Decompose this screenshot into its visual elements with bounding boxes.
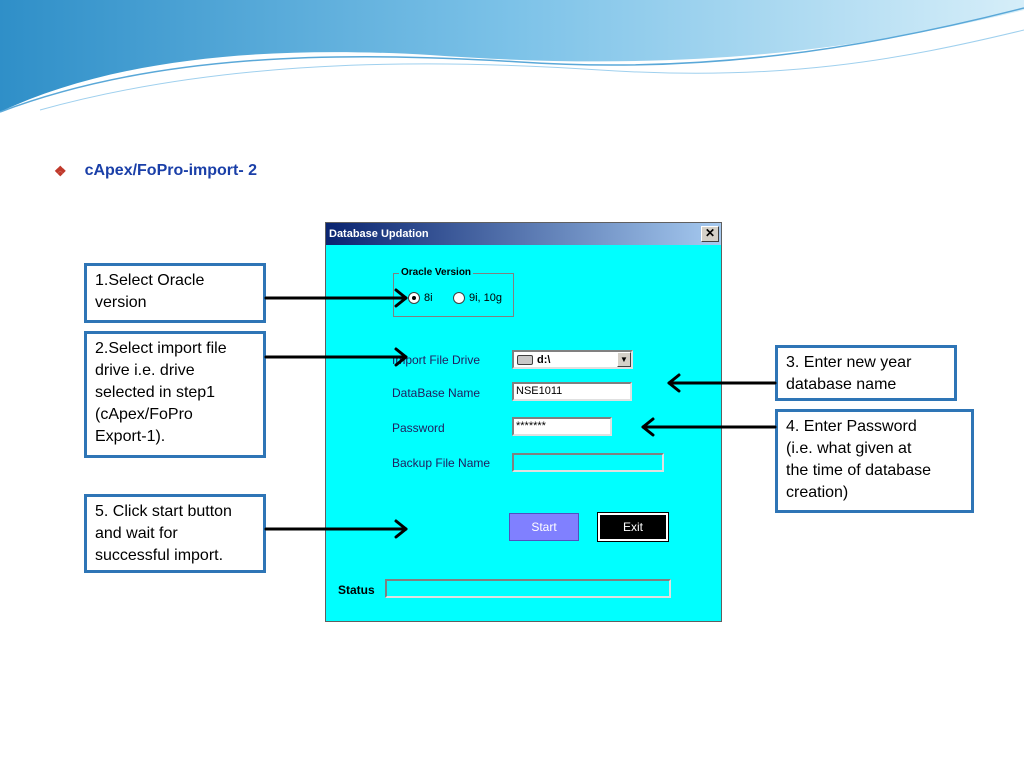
start-button[interactable]: Start [509,513,579,541]
radio-option-9i-10g[interactable]: 9i, 10g [453,292,502,304]
chevron-down-icon[interactable]: ▼ [617,352,631,367]
slide-title: ❖ cApex/FoPro-import- 2 [54,160,257,182]
oracle-version-legend: Oracle Version [399,267,474,278]
callout-step4-line: the time of database [786,462,931,479]
callout-step5-line: successful import. [95,547,224,564]
backup-file-input[interactable] [512,453,664,472]
radio-9i-10g[interactable] [453,292,465,304]
backup-file-label: Backup File Name [392,456,491,470]
drive-icon [517,354,533,365]
header-wave-decoration [0,0,1024,113]
dialog-title: Database Updation [329,228,429,240]
slide-title-text: cApex/FoPro-import- 2 [84,162,258,179]
callout-step4-line: 4. Enter Password [786,418,917,435]
import-drive-value: d:\ [537,353,551,366]
import-drive-label: Import File Drive [392,353,481,367]
import-drive-select[interactable]: d:\ ▼ [512,350,633,369]
radio-option-8i[interactable]: 8i [408,292,433,304]
status-field [385,579,671,598]
callout-step2-line: 2.Select import file [95,340,227,357]
callout-step4-line: creation) [786,484,849,501]
exit-button[interactable]: Exit [597,512,669,542]
db-name-input[interactable]: NSE1011 [512,382,632,401]
callout-step2-line: selected in step1 [95,384,216,401]
callout-step5: 5. Click start button and wait for succe… [84,494,266,573]
callout-step1-line: version [95,294,147,311]
database-updation-dialog: Database Updation ✕ Oracle Version 8i 9i… [325,222,722,622]
callout-step3-line: database name [786,376,897,393]
password-input[interactable]: ******* [512,417,612,436]
db-name-label: DataBase Name [392,386,481,400]
callout-step4: 4. Enter Password (i.e. what given at th… [775,409,974,513]
password-label: Password [392,421,445,435]
status-label: Status [338,583,375,597]
oracle-version-group: Oracle Version 8i 9i, 10g [393,267,514,317]
callout-step3: 3. Enter new year database name [775,345,957,401]
callout-step2: 2.Select import file drive i.e. drive se… [84,331,266,458]
dialog-titlebar[interactable]: Database Updation ✕ [326,223,721,245]
callout-step1: 1.Select Oracle version [84,263,266,323]
callout-step5-line: 5. Click start button [95,503,232,520]
callout-step4-line: (i.e. what given at [786,440,912,457]
callout-step1-line: 1.Select Oracle [95,272,205,289]
diamond-bullet-icon: ❖ [54,162,67,179]
close-button[interactable]: ✕ [701,226,719,242]
radio-8i-label: 8i [424,292,433,304]
callout-step5-line: and wait for [95,525,178,542]
callout-step2-line: drive i.e. drive [95,362,195,379]
callout-step2-line: Export-1). [95,428,166,445]
radio-9i-10g-label: 9i, 10g [469,292,503,304]
radio-8i[interactable] [408,292,420,304]
callout-step3-line: 3. Enter new year [786,354,912,371]
callout-step2-line: (cApex/FoPro [95,406,193,423]
